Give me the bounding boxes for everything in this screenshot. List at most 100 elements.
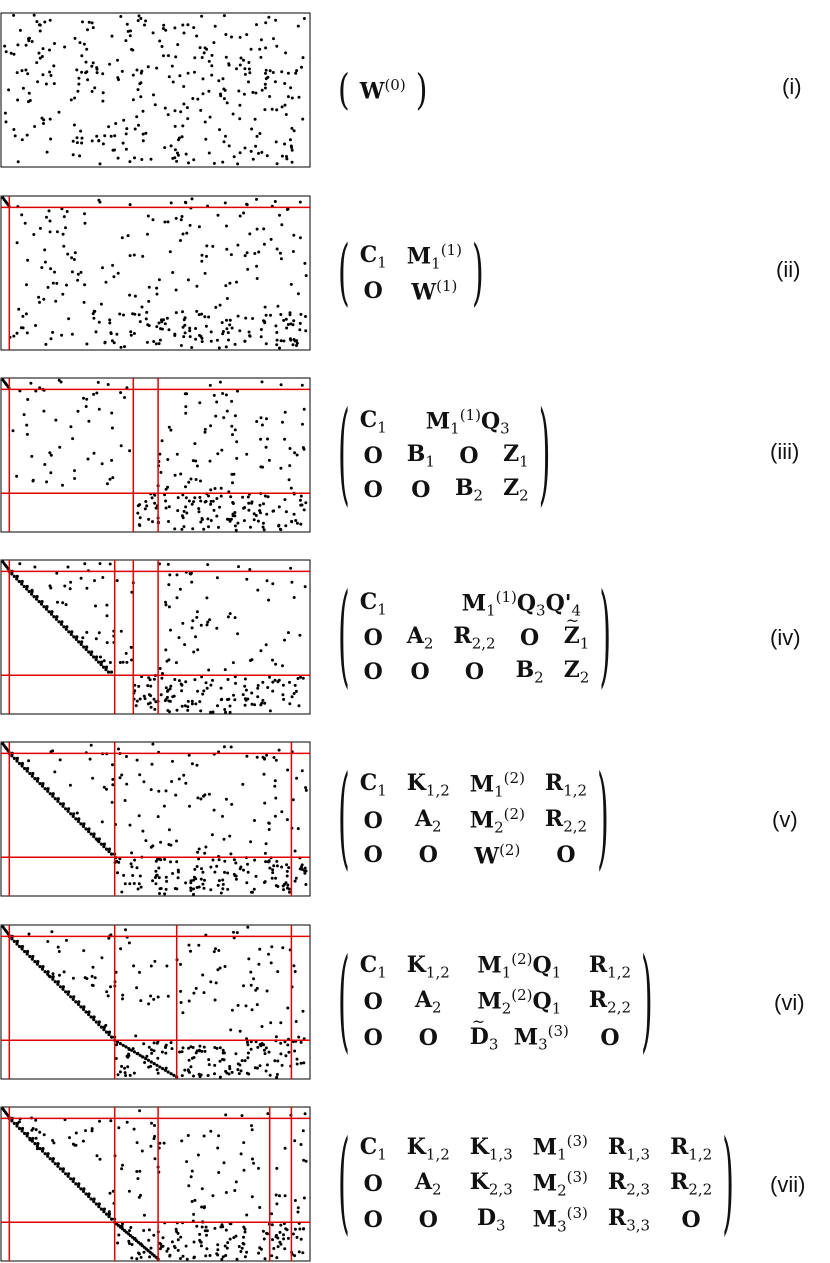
nonzero-dot bbox=[221, 77, 225, 81]
nonzero-dot bbox=[151, 31, 155, 35]
nonzero-dot bbox=[135, 986, 139, 990]
nonzero-dot bbox=[286, 1006, 290, 1010]
nonzero-dot bbox=[119, 947, 123, 951]
nonzero-dot bbox=[109, 134, 113, 138]
nonzero-dot bbox=[263, 851, 267, 855]
nonzero-dot bbox=[101, 142, 105, 146]
nonzero-dot bbox=[93, 579, 96, 583]
nonzero-dot bbox=[293, 1139, 297, 1143]
nonzero-dot bbox=[286, 1043, 290, 1047]
diagonal-dot bbox=[81, 1189, 86, 1193]
nonzero-dot bbox=[219, 94, 223, 98]
diagonal-dot bbox=[90, 650, 94, 654]
nonzero-dot bbox=[220, 1257, 224, 1261]
nonzero-dot bbox=[299, 494, 303, 498]
matrix-cell: Z~1 bbox=[563, 611, 590, 653]
nonzero-dot bbox=[42, 297, 46, 301]
nonzero-dot bbox=[281, 683, 285, 687]
nonzero-dot bbox=[48, 48, 51, 52]
nonzero-dot bbox=[54, 299, 58, 303]
nonzero-dot bbox=[179, 989, 183, 993]
nonzero-dot bbox=[46, 285, 50, 289]
nonzero-dot bbox=[287, 1050, 291, 1054]
nonzero-dot bbox=[21, 86, 25, 90]
nonzero-dot bbox=[200, 14, 204, 18]
nonzero-dot bbox=[86, 457, 90, 461]
nonzero-dot bbox=[176, 1238, 180, 1242]
nonzero-dot bbox=[291, 798, 295, 802]
nonzero-dot bbox=[171, 271, 175, 274]
nonzero-dot bbox=[135, 758, 139, 762]
nonzero-dot bbox=[105, 482, 109, 486]
diagonal-dot bbox=[77, 1000, 81, 1004]
nonzero-dot bbox=[293, 339, 297, 343]
nonzero-dot bbox=[297, 95, 301, 99]
nonzero-dot bbox=[108, 477, 112, 481]
diagonal-dot bbox=[92, 655, 96, 659]
diagonal-dot bbox=[25, 952, 29, 956]
nonzero-dot bbox=[108, 1191, 112, 1195]
nonzero-dot bbox=[213, 870, 217, 874]
nonzero-dot bbox=[110, 426, 114, 430]
nonzero-dot bbox=[182, 335, 186, 339]
nonzero-dot bbox=[140, 1149, 144, 1153]
nonzero-dot bbox=[280, 1063, 284, 1067]
nonzero-dot bbox=[180, 527, 184, 531]
nonzero-dot bbox=[245, 1040, 249, 1044]
nonzero-dot bbox=[149, 788, 153, 792]
nonzero-dot bbox=[139, 999, 143, 1003]
nonzero-dot bbox=[134, 704, 138, 708]
nonzero-dot bbox=[191, 619, 195, 623]
nonzero-dot bbox=[279, 1052, 283, 1056]
nonzero-dot bbox=[149, 157, 153, 161]
nonzero-dot bbox=[182, 525, 186, 529]
nonzero-dot bbox=[144, 19, 148, 23]
nonzero-dot bbox=[295, 453, 299, 457]
nonzero-dot bbox=[254, 1040, 258, 1044]
nonzero-dot bbox=[263, 108, 267, 112]
panel-tag: (vi) bbox=[774, 990, 805, 1015]
sparsity-plot bbox=[0, 924, 311, 1080]
nonzero-dot bbox=[105, 787, 108, 791]
nonzero-dot bbox=[154, 342, 158, 346]
nonzero-dot bbox=[301, 1129, 305, 1133]
nonzero-dot bbox=[209, 488, 213, 492]
diagonal-dot bbox=[40, 967, 45, 971]
diagonal-dot bbox=[79, 1005, 83, 1009]
diagonal-dot bbox=[15, 756, 19, 760]
nonzero-dot bbox=[180, 1139, 184, 1143]
nonzero-dot bbox=[225, 224, 228, 228]
nonzero-dot bbox=[197, 847, 201, 851]
nonzero-dot bbox=[250, 1128, 254, 1132]
nonzero-dot bbox=[272, 37, 275, 41]
nonzero-dot bbox=[205, 47, 209, 51]
nonzero-dot bbox=[252, 1161, 256, 1165]
diagonal-dot bbox=[17, 1126, 22, 1131]
nonzero-dot bbox=[137, 313, 141, 317]
nonzero-dot bbox=[263, 801, 267, 805]
nonzero-dot bbox=[158, 338, 162, 342]
nonzero-dot bbox=[138, 320, 142, 324]
nonzero-dot bbox=[112, 275, 116, 279]
nonzero-dot bbox=[138, 516, 142, 520]
nonzero-dot bbox=[213, 1072, 216, 1076]
nonzero-dot bbox=[191, 527, 195, 531]
nonzero-dot bbox=[157, 789, 161, 793]
nonzero-dot bbox=[240, 1114, 244, 1118]
nonzero-dot bbox=[274, 1035, 278, 1039]
nonzero-dot bbox=[295, 776, 299, 780]
nonzero-dot bbox=[159, 840, 163, 844]
nonzero-dot bbox=[11, 429, 15, 433]
nonzero-dot bbox=[228, 281, 232, 285]
matrix-cell: R2,2 bbox=[544, 805, 588, 836]
diagonal-dot bbox=[84, 1010, 88, 1014]
nonzero-dot bbox=[301, 1009, 305, 1013]
nonzero-dot bbox=[78, 41, 82, 45]
nonzero-dot bbox=[92, 392, 96, 396]
nonzero-dot bbox=[187, 943, 191, 947]
nonzero-dot bbox=[283, 437, 287, 441]
nonzero-dot bbox=[178, 587, 182, 591]
diagonal-dot bbox=[104, 1212, 109, 1216]
nonzero-dot bbox=[186, 699, 190, 703]
nonzero-dot bbox=[242, 506, 246, 510]
